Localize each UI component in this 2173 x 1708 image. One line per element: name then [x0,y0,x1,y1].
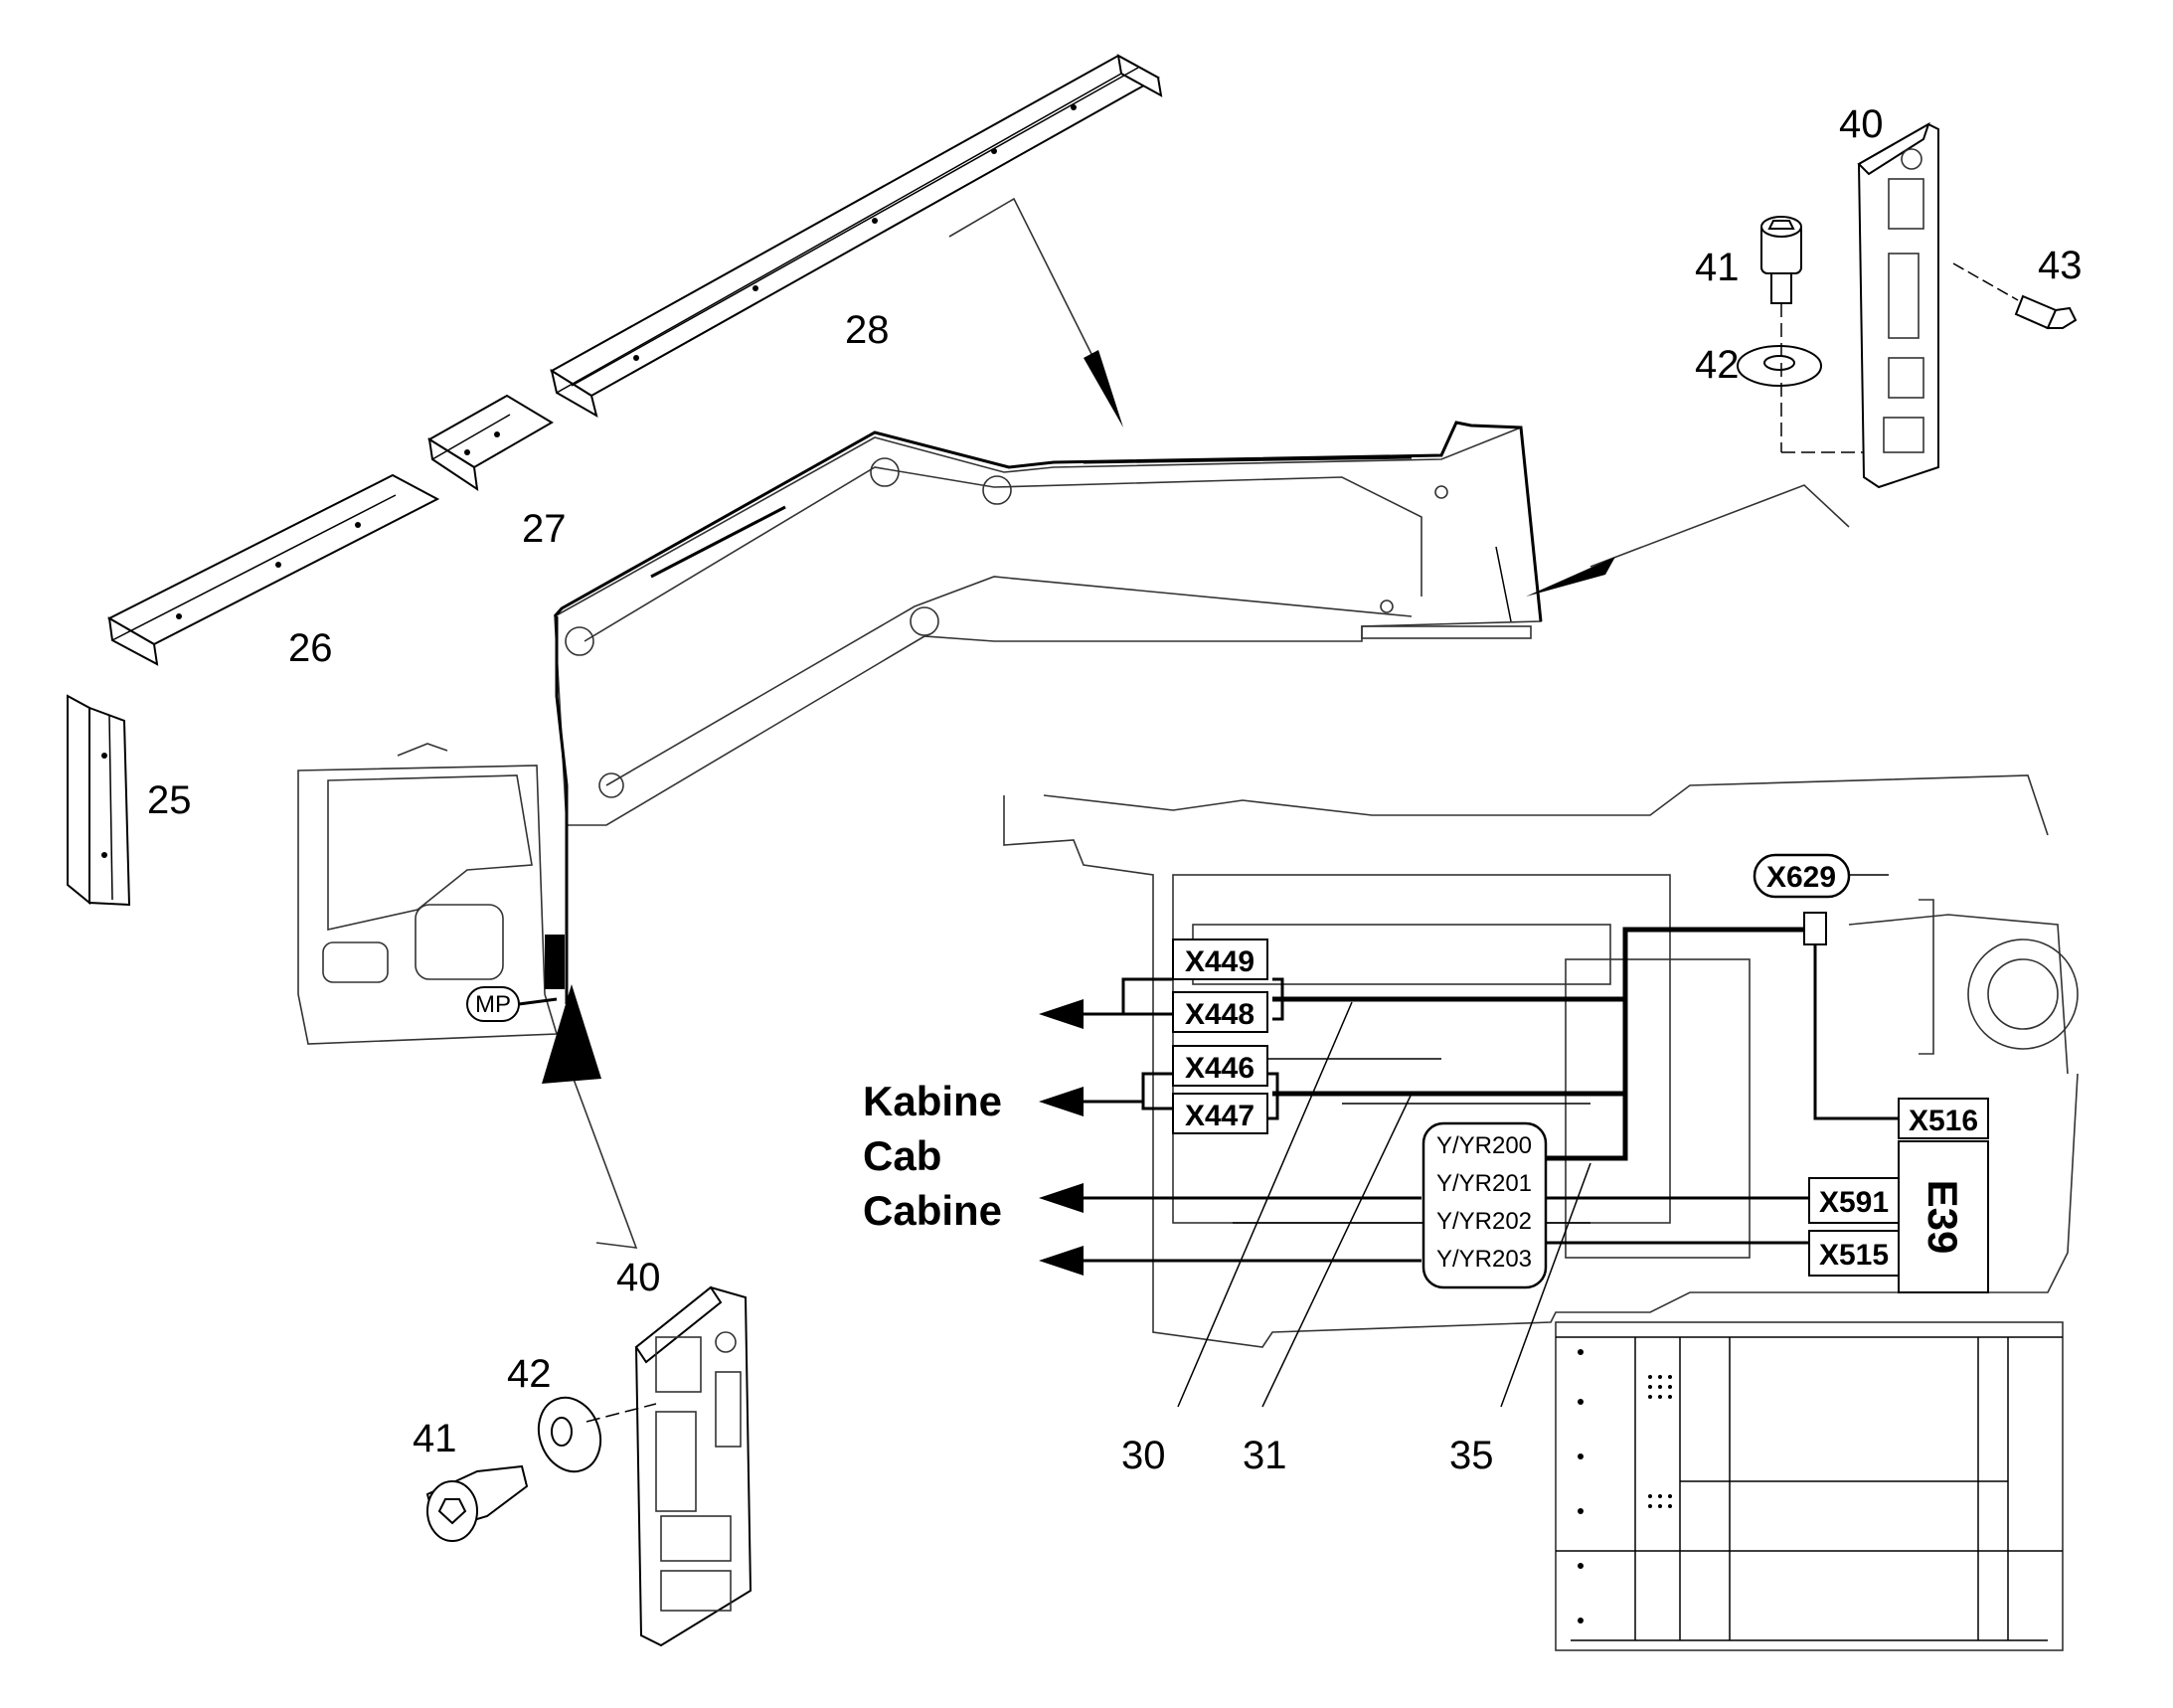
bracket-40-bottom [634,1285,752,1647]
part-40-bottom-number: 40 [616,1256,661,1299]
connector-x516: X516 [1898,1098,1989,1139]
screw-41-top [1760,216,1802,304]
mp-marker: MP [466,986,558,1022]
x446-label: X446 [1185,1052,1254,1085]
connector-x446: X446 [1172,1045,1268,1087]
part-40-top-number: 40 [1839,102,1884,146]
part-42-top-number: 42 [1695,343,1740,387]
bracket-40-top [1857,121,1939,489]
connector-x449: X449 [1172,939,1268,980]
connector-x591: X591 [1808,1177,1900,1224]
connector-x515: X515 [1808,1230,1900,1277]
wire-y-yr202: Y/YR202 [1436,1208,1532,1235]
e39-block: E39 [1898,1140,1989,1293]
part-25-number: 25 [147,778,192,822]
connector-x448: X448 [1172,991,1268,1033]
part-30-number: 30 [1121,1434,1166,1477]
wire-list: Y/YR200 Y/YR201 Y/YR202 Y/YR203 [1421,1121,1548,1289]
part-31-number: 31 [1243,1434,1287,1477]
part-27-number: 27 [522,507,567,551]
x629-label: X629 [1766,861,1836,894]
callout-40-top-to-boom [1526,484,1850,597]
boom-assembly [553,421,1543,984]
part-28-rail [550,54,1163,419]
part-27-channel [427,394,554,492]
destination-fr: Cabine [863,1187,1002,1234]
wire-y-yr203: Y/YR203 [1436,1246,1532,1273]
part-25-post [67,694,131,907]
destination-en: Cab [863,1132,941,1179]
screw-41-bottom [425,1464,529,1542]
mp-label: MP [475,991,511,1018]
part-35-number: 35 [1449,1434,1494,1477]
part-41-bottom-number: 41 [413,1417,457,1460]
part-26-rail [106,473,440,666]
x515-label: X515 [1819,1239,1889,1272]
x516-label: X516 [1909,1105,1978,1137]
connector-x447: X447 [1172,1093,1268,1134]
connector-x629: X629 [1753,853,1851,945]
part-42-bottom-number: 42 [507,1352,552,1396]
callout-40-bottom-to-cab [542,984,638,1249]
x447-label: X447 [1185,1100,1254,1132]
cab [297,743,569,1045]
destination-label: Kabine Cab Cabine [863,1078,1002,1234]
wiring [1039,927,1899,1408]
part-26-number: 26 [288,626,333,670]
wire-y-yr200: Y/YR200 [1436,1132,1532,1159]
lower-frame [1555,1321,2064,1651]
part-43-number: 43 [2038,244,2083,287]
part-41-top-number: 41 [1695,246,1740,289]
x448-label: X448 [1185,998,1254,1031]
wire-y-yr201: Y/YR201 [1436,1170,1532,1197]
callout-28-to-boom [948,197,1123,427]
part-28-number: 28 [845,308,890,352]
screw-43 [2014,294,2078,330]
washer-42-bottom [537,1396,602,1473]
x449-label: X449 [1185,945,1254,978]
e39-label: E39 [1920,1180,1966,1255]
washer-42-top [1737,345,1822,387]
destination-de: Kabine [863,1078,1002,1124]
machine-frame [1003,774,2079,1348]
x591-label: X591 [1819,1186,1889,1219]
